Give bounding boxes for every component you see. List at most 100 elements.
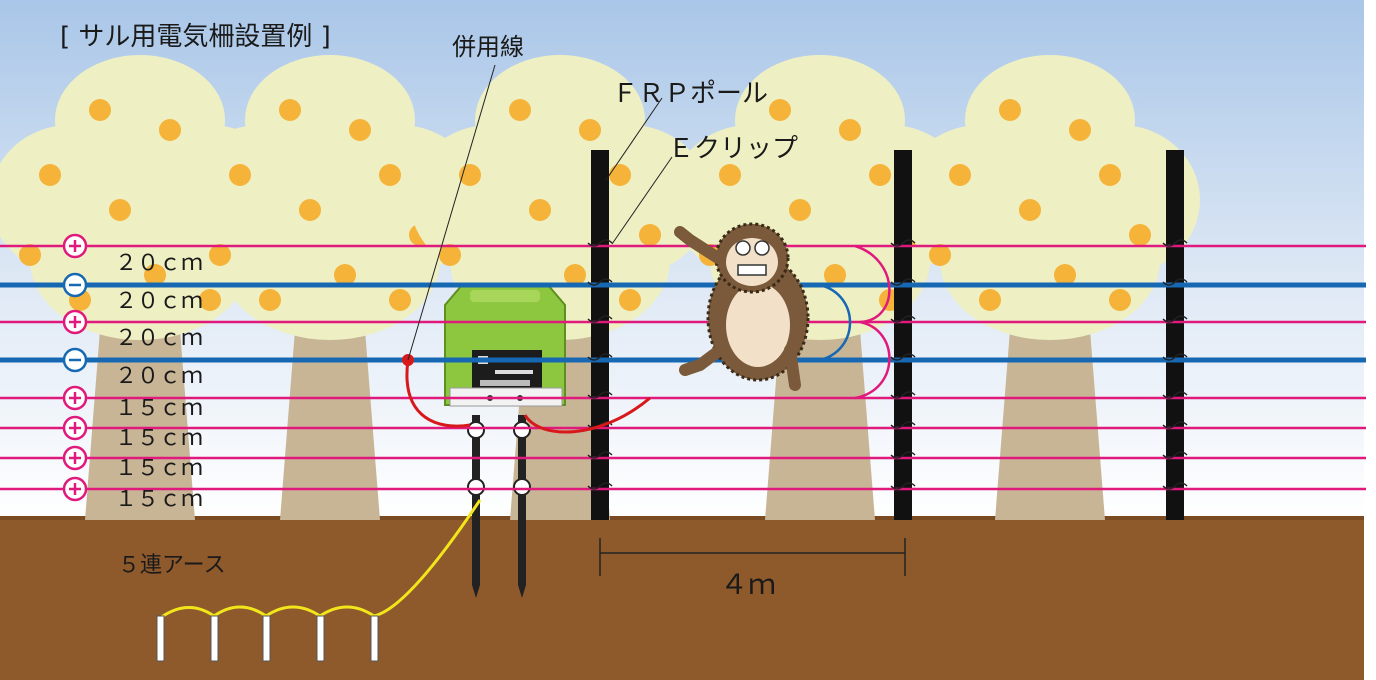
e-clip [587, 315, 613, 323]
orange-fruit [949, 164, 971, 186]
orange-fruit [769, 99, 791, 121]
e-clip [890, 353, 916, 361]
e-clip [1162, 451, 1188, 459]
orange-fruit [19, 244, 41, 266]
orange-fruit [1099, 164, 1121, 186]
orange-fruit [109, 199, 131, 221]
orange-fruit [564, 264, 586, 286]
frp-pole [1166, 150, 1184, 520]
orange-fruit [299, 199, 321, 221]
orange-fruit [199, 289, 221, 311]
gap-label: １５ｃｍ [115, 426, 203, 451]
e-clip [1162, 421, 1188, 429]
orange-fruit [379, 164, 401, 186]
monkey-illustration [674, 222, 810, 391]
orange-fruit [979, 289, 1001, 311]
e-clip [890, 315, 916, 323]
orange-fruit [1069, 119, 1091, 141]
callout-lines [407, 64, 673, 361]
orange-fruit [334, 264, 356, 286]
orange-fruit [529, 199, 551, 221]
orange-fruit [349, 119, 371, 141]
plus-circle-icon [62, 445, 88, 471]
e-clip-label: Ｅクリップ [668, 134, 798, 164]
e-clip [587, 391, 613, 399]
earth-label: ５連アース [118, 553, 226, 578]
five-earth-rods [156, 499, 482, 662]
e-clip [890, 239, 916, 247]
plus-circle-icon [62, 233, 88, 259]
orange-fruit [929, 244, 951, 266]
orange-trees [0, 55, 1200, 520]
energizer-icon [444, 284, 566, 407]
e-clip [890, 451, 916, 459]
diagram-title: [ サル用電気柵設置例 ] [60, 22, 331, 52]
plus-circle-icon [62, 476, 88, 502]
orange-fruit [159, 119, 181, 141]
pole-spacing-label: ４ｍ [720, 568, 776, 601]
orange-fruit [259, 289, 281, 311]
e-clip [587, 451, 613, 459]
frp-pole [894, 150, 912, 520]
orange-tree [900, 55, 1200, 520]
e-clip [587, 278, 613, 286]
ground-rods [467, 415, 531, 598]
orange-fruit [389, 289, 411, 311]
orange-fruit [719, 164, 741, 186]
orange-fruit [579, 119, 601, 141]
e-clip [1162, 278, 1188, 286]
orange-fruit [39, 164, 61, 186]
e-clip [890, 391, 916, 399]
e-clip [890, 421, 916, 429]
gap-label: ２０ｃｍ [115, 289, 203, 314]
orange-fruit [1054, 264, 1076, 286]
orange-fruit [1019, 199, 1041, 221]
e-clip [1162, 315, 1188, 323]
e-clip [587, 353, 613, 361]
gap-label: １５ｃｍ [115, 456, 203, 481]
gap-label: ２０ｃｍ [115, 251, 203, 276]
gap-label: ２０ｃｍ [115, 326, 203, 351]
polarity-badges [62, 233, 88, 502]
minus-circle-icon [62, 272, 88, 298]
plus-circle-icon [62, 415, 88, 441]
e-clip [1162, 239, 1188, 247]
orange-fruit [609, 164, 631, 186]
e-clip [890, 482, 916, 490]
frp-pole-label: ＦＲＰポール [612, 79, 768, 109]
orange-fruit [439, 244, 461, 266]
orange-fruit [209, 244, 231, 266]
gap-label: ２０ｃｍ [115, 364, 203, 389]
e-clip [1162, 353, 1188, 361]
fence-wires [0, 239, 1366, 491]
orange-fruit [509, 99, 531, 121]
plus-circle-icon [62, 309, 88, 335]
frp-pole [591, 150, 609, 520]
plus-circle-icon [62, 385, 88, 411]
orange-fruit [824, 264, 846, 286]
heiyousen-label: 併用線 [452, 33, 524, 61]
e-clip [1162, 391, 1188, 399]
orange-fruit [999, 99, 1021, 121]
orange-fruit [229, 164, 251, 186]
orange-fruit [89, 99, 111, 121]
e-clip [587, 239, 613, 247]
gap-label: １５ｃｍ [115, 487, 203, 512]
orange-fruit [1129, 224, 1151, 246]
lead-wires [402, 354, 651, 434]
orange-fruit [144, 264, 166, 286]
orange-fruit [1109, 289, 1131, 311]
orange-fruit [869, 164, 891, 186]
ground [0, 518, 1376, 680]
orange-fruit [279, 99, 301, 121]
e-clip [587, 482, 613, 490]
e-clip [1162, 482, 1188, 490]
orange-fruit [839, 119, 861, 141]
e-clip [890, 278, 916, 286]
orange-fruit [789, 199, 811, 221]
orange-fruit [639, 224, 661, 246]
spacing-dimension [599, 538, 906, 576]
minus-circle-icon [62, 347, 88, 373]
